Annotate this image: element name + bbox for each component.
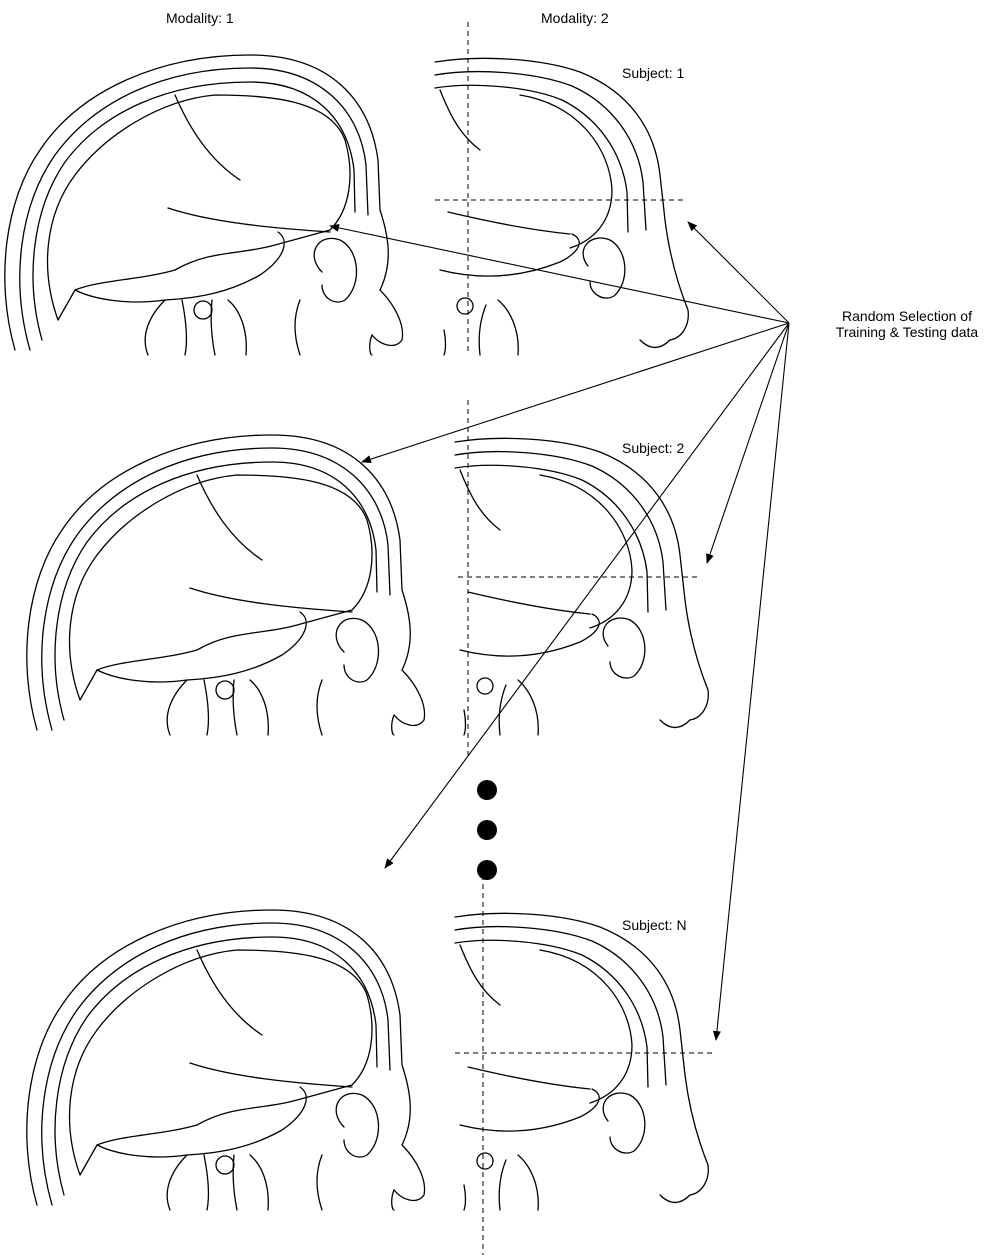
subject-1-modality-2-head (435, 58, 688, 355)
subject-1-modality-1-head (5, 55, 403, 355)
arrow-to-subject-1-modality-2 (688, 222, 789, 323)
subject-2-modality-1-head (27, 435, 425, 735)
ellipsis-dot-3 (477, 860, 497, 880)
subject-n-modality-2-head (455, 913, 708, 1210)
ellipsis-dot-2 (477, 820, 497, 840)
subject-n-modality-1-head (27, 910, 425, 1210)
arrow-to-subject-1-modality-1 (330, 226, 789, 323)
arrow-to-subject-n-modality-1 (385, 323, 789, 868)
ellipsis-dot-1 (477, 780, 497, 800)
arrow-to-subject-2-modality-1 (362, 323, 789, 462)
